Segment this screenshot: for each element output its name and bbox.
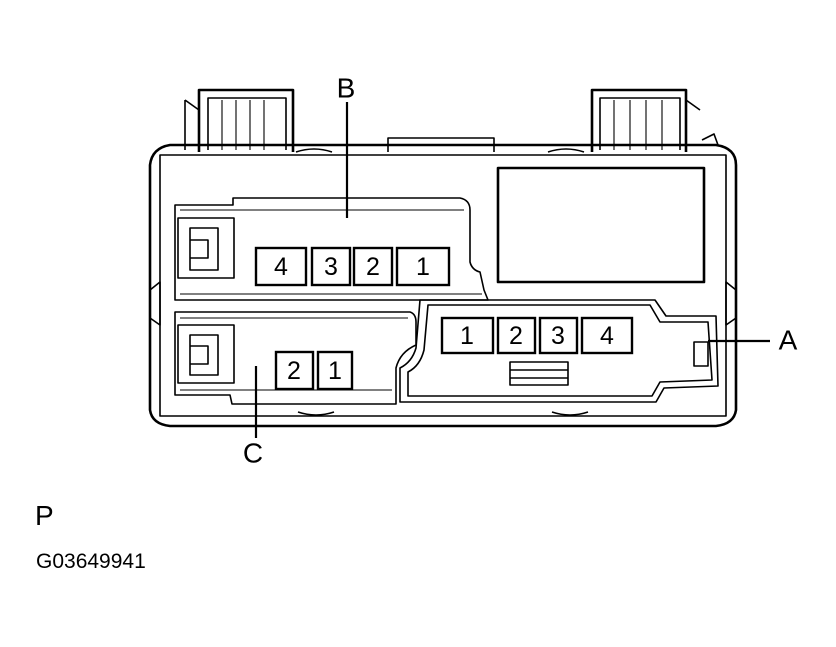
callout-b: B (337, 73, 356, 218)
callout-c-label: C (243, 438, 263, 469)
connector-a-pin: 4 (580, 316, 634, 355)
connector-b-pin: 2 (352, 246, 394, 287)
callout-b-label: B (337, 73, 356, 104)
connector-b-latch (177, 217, 235, 279)
svg-text:1: 1 (328, 357, 342, 385)
connector-c-latch (177, 324, 235, 384)
svg-text:4: 4 (274, 253, 288, 281)
connector-a-key (693, 341, 709, 367)
connector-a-pins: 1 2 3 4 (440, 316, 634, 355)
connector-a-pin: 1 (440, 316, 495, 355)
connector-a-pin: 2 (496, 316, 537, 355)
connector-b-pin: 3 (310, 246, 352, 287)
svg-text:2: 2 (509, 322, 523, 350)
connector-a-pin: 3 (538, 316, 579, 355)
connector-b-pin: 4 (254, 246, 308, 287)
view-letter: P (35, 500, 54, 531)
connector-b-pin: 1 (395, 246, 451, 287)
figure-id: G03649941 (36, 550, 146, 573)
svg-text:3: 3 (551, 322, 565, 350)
module-housing (148, 133, 738, 428)
mounting-clip-left (184, 88, 295, 152)
mounting-clip-right (590, 88, 701, 152)
svg-text:1: 1 (416, 253, 430, 281)
connector-c (174, 311, 417, 405)
connector-b (174, 197, 489, 301)
svg-text:1: 1 (460, 322, 474, 350)
label-window (496, 166, 706, 284)
callout-a: A (708, 325, 798, 356)
callout-a-label: A (779, 325, 798, 356)
connector-c-pins: 2 1 (274, 350, 354, 391)
svg-text:4: 4 (600, 322, 614, 350)
connector-c-pin: 2 (274, 350, 315, 391)
svg-text:3: 3 (324, 253, 338, 281)
svg-text:2: 2 (287, 357, 301, 385)
svg-text:2: 2 (366, 253, 380, 281)
connector-c-pin: 1 (316, 350, 354, 391)
callout-c: C (243, 366, 263, 469)
connector-a-vent (509, 361, 569, 386)
connector-b-pins: 4 3 2 1 (254, 246, 451, 287)
connector-a (399, 299, 719, 403)
